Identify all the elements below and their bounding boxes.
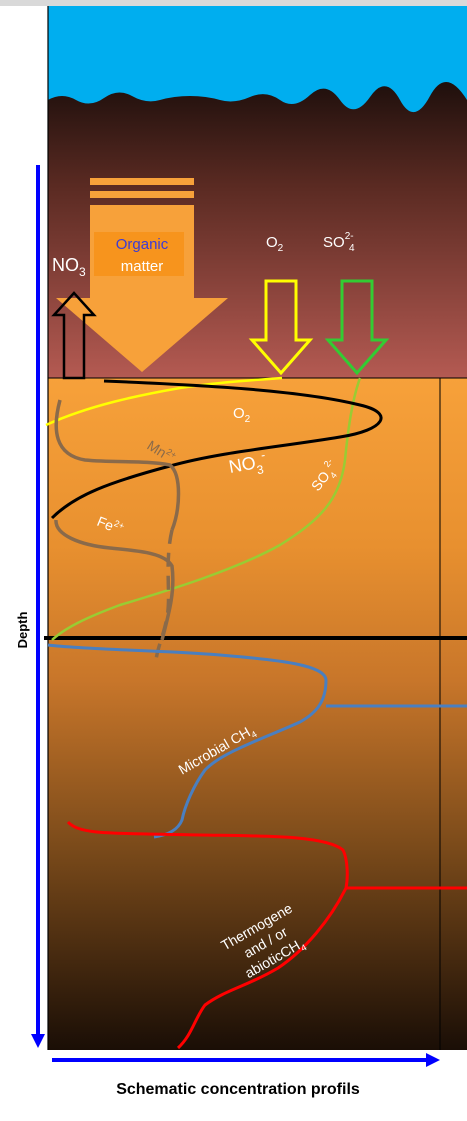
so4-top-label: SO2- [323,231,354,251]
organic-matter-label-line1: Organic [116,236,169,253]
so4-down-arrow [324,279,390,376]
mn-profile-curve [54,399,181,531]
fe-label: Fe2+ [95,512,126,538]
o2-curve-label: O2 [233,405,251,425]
o2-profile-curve [45,376,283,427]
microbial-ch4-profile-curve [47,643,328,839]
so4-profile-curve [51,377,362,641]
so4-top-sub: 4 [349,243,355,254]
no3-curve-label: NO3- [227,448,269,482]
fe-profile-curve [54,519,175,641]
organic-matter-label-line2: matter [121,258,164,275]
concentration-axis-label: Schematic concentration profils [116,1081,360,1098]
sediment-column [48,378,467,1050]
thermogene-ch4-profile-curve [66,820,467,1050]
depth-axis-label: Depth [15,612,30,649]
no3-profile-curve [50,379,383,520]
o2-down-arrow [248,279,314,376]
o2-top-label: O2 [266,234,284,254]
no3-top-label: NO3 [52,255,86,279]
no3-up-arrow [51,291,97,380]
organic-matter-label-box [94,232,184,276]
concentration-axis [52,1053,440,1067]
depth-axis [31,165,45,1048]
